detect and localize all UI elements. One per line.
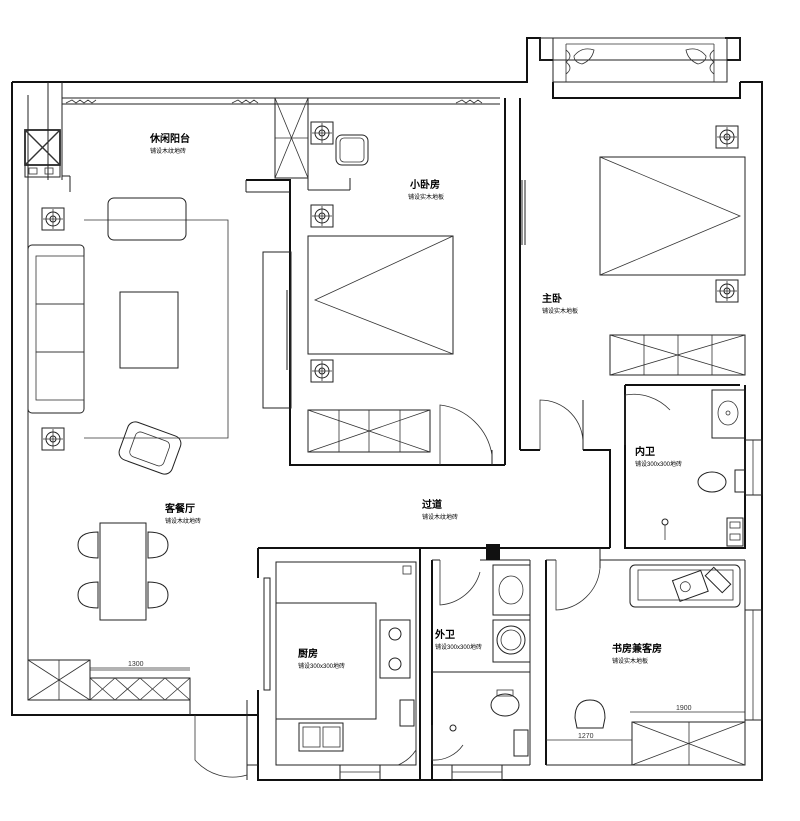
room-name-study: 书房兼客房 <box>612 642 662 655</box>
room-name-balcony: 休闲阳台 <box>149 132 190 145</box>
room-note-study: 铺设实木地板 <box>612 657 648 665</box>
room-labels: 休闲阳台 铺设木纹地砖 小卧房 铺设实木地板 主卧 铺设实木地板 内卫 铺设30… <box>128 132 692 740</box>
room-name-ensuite: 内卫 <box>635 445 655 458</box>
room-note-guest-bath: 铺设300x300地砖 <box>435 643 482 651</box>
living-room-furniture <box>24 129 229 475</box>
room-note-living-dining: 铺设木纹地砖 <box>165 517 201 525</box>
room-note-master-bedroom: 铺设实木地板 <box>542 307 578 315</box>
room-name-hallway: 过道 <box>422 498 442 511</box>
room-note-kitchen: 铺设300x300地砖 <box>298 662 345 670</box>
exterior-walls <box>11 37 763 781</box>
study-furniture <box>574 564 746 766</box>
small-bedroom-furniture <box>307 121 454 453</box>
dimension-study-wardrobe: 1900 <box>676 705 692 712</box>
windows <box>263 439 763 781</box>
dimension-study-desk: 1270 <box>578 733 594 740</box>
room-name-master-bedroom: 主卧 <box>542 292 562 305</box>
interior-walls <box>245 97 746 780</box>
dimension-lines <box>90 669 745 741</box>
master-bedroom-walls <box>552 37 741 99</box>
room-name-small-bedroom: 小卧房 <box>409 178 440 191</box>
room-note-ensuite: 铺设300x300地砖 <box>635 460 682 468</box>
balcony-windows <box>47 82 500 192</box>
doors <box>194 180 671 778</box>
kitchen-fixtures <box>275 565 415 752</box>
room-name-kitchen: 厨房 <box>298 647 318 660</box>
room-note-hallway: 铺设木纹地砖 <box>422 513 458 521</box>
dining-set <box>77 522 169 621</box>
ensuite-fixtures <box>661 389 746 547</box>
room-note-small-bedroom: 铺设实木地板 <box>408 193 444 201</box>
master-bedroom-furniture <box>599 125 746 376</box>
dimension-living-cabinet: 1300 <box>128 661 144 668</box>
room-name-living-dining: 客餐厅 <box>164 502 195 515</box>
room-name-guest-bath: 外卫 <box>434 628 455 641</box>
guest-bath-fixtures <box>449 564 531 757</box>
room-note-balcony: 铺设木纹地砖 <box>150 147 186 155</box>
living-cabinets <box>27 659 191 701</box>
